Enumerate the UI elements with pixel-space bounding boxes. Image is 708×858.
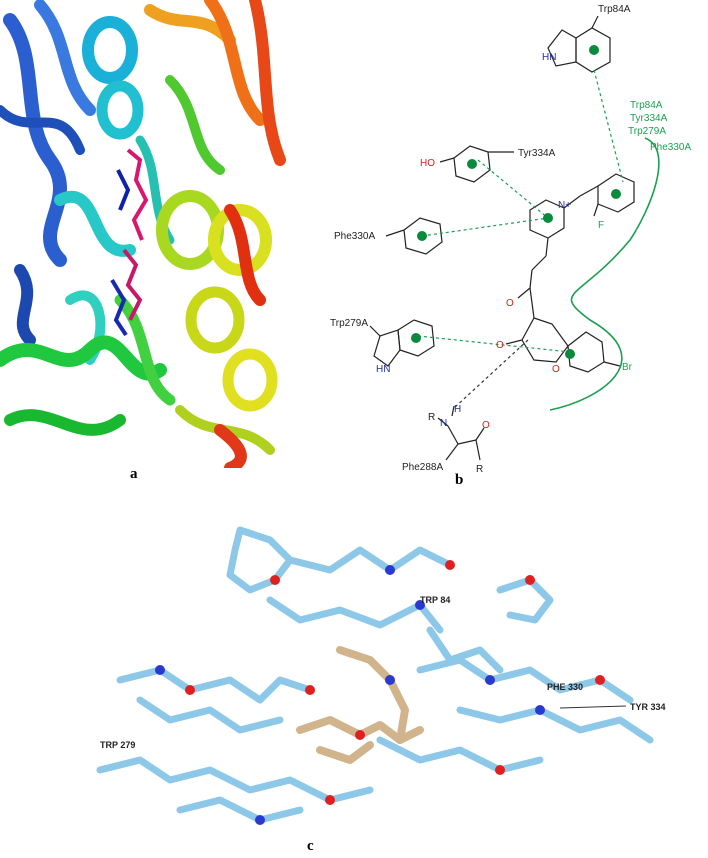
centroid-chromone [565,349,575,359]
atom-hn-bottom: HN [376,364,390,375]
stick-model-drawing: TRP 84 PHE 330 TYR 334 TRP 279 [96,526,666,825]
stack-label-1: Trp84A [630,100,663,111]
tyr334-ring [453,145,491,183]
pi-stack-trp84 [593,69,624,183]
atom-n-plus: N+ [558,200,571,211]
label-trp84: Trp84A [598,4,631,15]
centroid-trp84 [589,45,599,55]
atom-f: F [598,220,604,231]
panel-label-c: c [307,838,314,854]
centroid-trp279 [411,333,421,343]
atom-r-left: R [428,412,435,423]
atom-h-amide: H [454,404,461,415]
atom-ho: HO [420,158,435,169]
interaction-diagram: Trp84A Tyr334A Phe330A Trp279A Phe288A T… [330,0,708,490]
centroid-fluorobenzyl [611,189,621,199]
stick-model-image: TRP 84 PHE 330 TYR 334 TRP 279 [60,510,680,830]
stack-label-2: Tyr334A [630,113,668,124]
label-c-trp84: TRP 84 [420,595,450,605]
atom-hn-top: HN [542,52,556,63]
label-phe288: Phe288A [402,462,443,473]
atom-o-amide: O [482,420,490,431]
atom-n-amide: N [440,418,447,429]
atom-o-carbonyl: O [496,340,504,351]
interaction-diagram-svg: Trp84A Tyr334A Phe330A Trp279A Phe288A T… [330,4,691,475]
tyr334-pointer [559,705,627,709]
label-c-trp279: TRP 279 [100,740,135,750]
label-c-tyr334: TYR 334 [630,702,666,712]
atom-r-right: R [476,464,483,475]
trp84-pyrrole-ring [547,29,577,67]
phe330-ring [403,217,443,255]
label-phe330: Phe330A [334,231,375,242]
binding-pocket-curve [549,137,660,411]
ribbon-drawing [0,0,300,468]
pyridinium-ring [529,199,565,239]
pi-stack-trp279 [417,335,571,353]
h-bond-phe288 [453,339,529,409]
pi-stack-tyr334 [477,159,549,219]
atom-br: Br [622,362,633,373]
nitrogen-atoms [155,565,545,825]
oxygen-atoms [185,560,605,805]
label-c-phe330: PHE 330 [547,682,583,692]
stack-label-3: Trp279A [628,126,666,137]
ligand-sticks [296,646,424,764]
atom-o-ketone: O [506,298,514,309]
phe330-curve-label: Phe330A [650,142,691,153]
trp279-pyrrole-ring [373,329,401,367]
centroid-tyr334 [467,159,477,169]
protein-sticks [96,526,654,824]
label-trp279: Trp279A [330,318,368,329]
label-tyr334: Tyr334A [518,148,556,159]
atom-o-ring: O [552,364,560,375]
chromone-pyrone-ring [521,317,569,363]
centroid-phe330 [417,231,427,241]
centroid-pyridinium [543,213,553,223]
panel-label-b: b [455,472,464,488]
panel-label-a: a [130,466,138,482]
protein-ribbon-image [0,0,300,468]
